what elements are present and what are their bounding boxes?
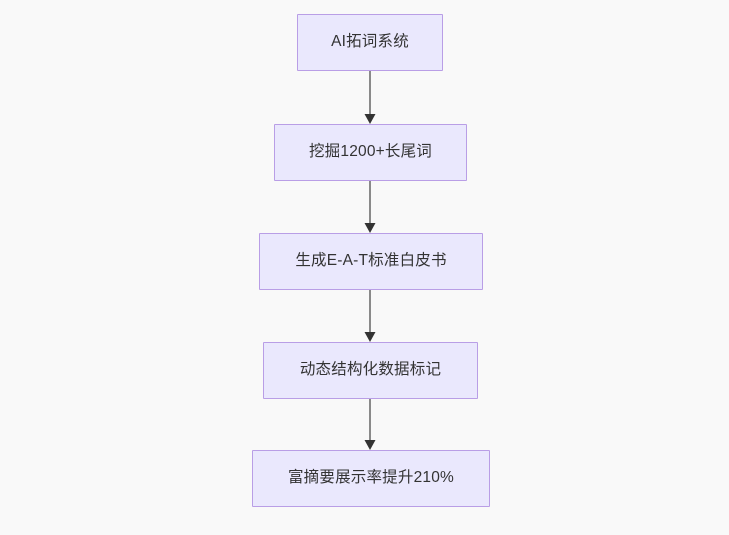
flow-edge-1	[364, 71, 376, 124]
flow-edge-4	[364, 399, 376, 450]
flow-node-label: AI拓词系统	[331, 33, 409, 51]
arrowhead-icon	[364, 332, 376, 342]
flow-node-label: 富摘要展示率提升210%	[287, 469, 455, 487]
flow-node-dynamic-structured-data-markup[interactable]: 动态结构化数据标记	[263, 342, 478, 399]
flow-node-generate-eat-whitepaper[interactable]: 生成E-A-T标准白皮书	[259, 233, 483, 290]
flow-node-mine-longtail-keywords[interactable]: 挖掘1200+长尾词	[274, 124, 467, 181]
arrowhead-icon	[364, 440, 376, 450]
flow-node-rich-snippet-rate-increase[interactable]: 富摘要展示率提升210%	[252, 450, 490, 507]
arrowhead-icon	[364, 223, 376, 233]
arrowhead-icon	[364, 114, 376, 124]
flow-node-label: 挖掘1200+长尾词	[308, 143, 433, 161]
flow-edge-3	[364, 290, 376, 342]
flow-node-ai-keyword-system[interactable]: AI拓词系统	[297, 14, 443, 71]
flow-edge-2	[364, 181, 376, 233]
flow-node-label: 动态结构化数据标记	[299, 361, 442, 379]
flow-node-label: 生成E-A-T标准白皮书	[295, 252, 447, 270]
